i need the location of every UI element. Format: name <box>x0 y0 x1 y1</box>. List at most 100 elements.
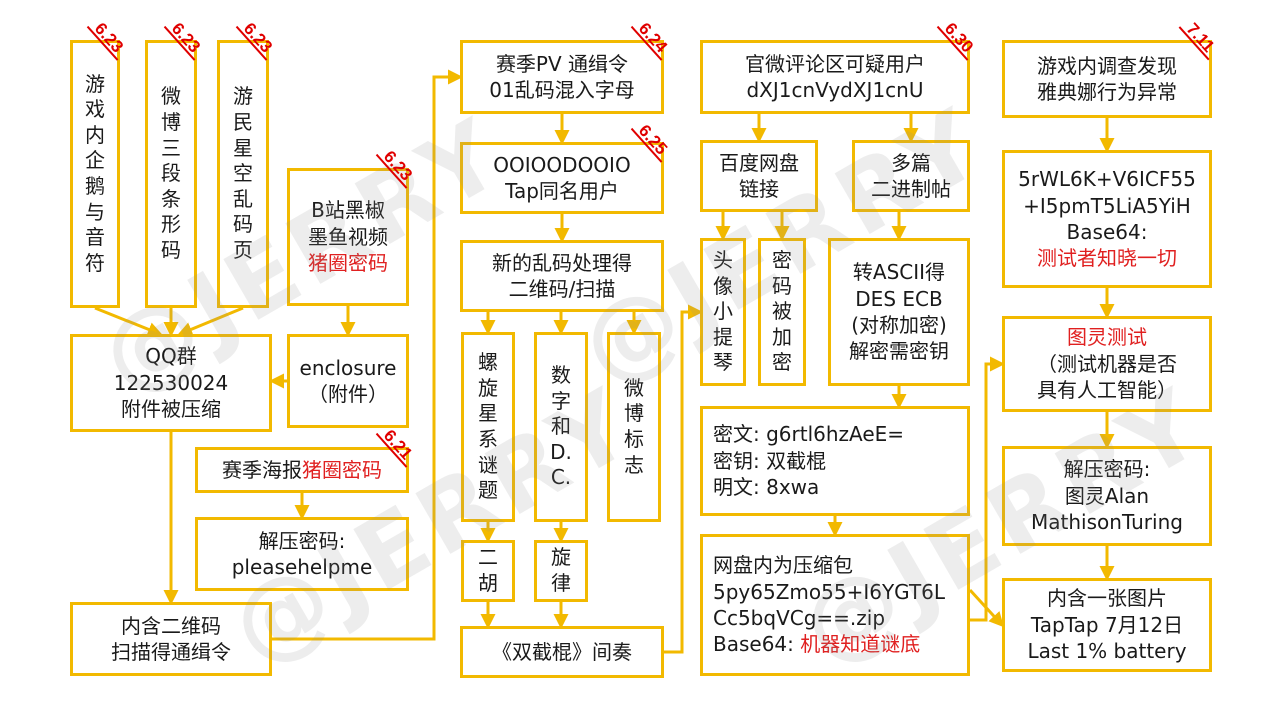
node-line: 墨鱼视频 <box>308 224 388 249</box>
node-line: 志 <box>624 452 644 477</box>
node-line: 赛季PV 通缉令 <box>495 51 629 76</box>
node-line: 图灵Alan <box>1064 483 1150 508</box>
flow-node-n23: 密码被加密 <box>758 238 806 386</box>
node-line: +I5pmT5LiA5YiH <box>1023 193 1191 218</box>
node-line: 微 <box>624 375 644 400</box>
flow-node-n15: 微博标志 <box>607 332 661 522</box>
node-line: 螺 <box>478 350 498 375</box>
node-line: 游戏内调查发现 <box>1037 53 1177 78</box>
node-line: 像 <box>713 273 733 298</box>
node-line: Base64: <box>1066 220 1148 244</box>
flow-node-n13: 螺旋星系谜题 <box>461 332 515 522</box>
node-line: Base64: 机器知道谜底 <box>713 631 920 657</box>
node-line: 图灵测试 <box>1067 325 1147 350</box>
node-line: 密文: g6rtl6hzAeE= <box>713 422 905 447</box>
node-line: 转ASCII得 <box>852 260 946 285</box>
node-line: 解密需密钥 <box>849 339 949 364</box>
node-line: dXJ1cnVydXJ1cnU <box>746 78 924 102</box>
node-line: 博 <box>624 401 644 426</box>
node-line: 页 <box>233 237 253 262</box>
node-line: 5rWL6K+V6ICF55 <box>1018 167 1196 192</box>
node-line: 博 <box>161 110 181 135</box>
node-line: 民 <box>233 110 253 135</box>
node-line: 音 <box>85 225 105 250</box>
node-line: 题 <box>478 478 498 503</box>
node-line: Cc5bqVCg==.zip <box>713 606 886 630</box>
flow-node-n12: 新的乱码处理得二维码/扫描 <box>460 240 664 312</box>
node-text-run: 猪圈密码 <box>302 457 382 482</box>
node-line: 谜 <box>478 452 498 477</box>
node-line: DES ECB <box>855 286 943 311</box>
node-line: 扫描得通缉令 <box>111 640 231 664</box>
node-line: 和 <box>551 414 571 439</box>
flow-node-n20: 百度网盘链接 <box>700 140 818 212</box>
node-line: 内 <box>85 122 105 147</box>
node-line: B站黑椒 <box>311 198 385 223</box>
node-line: C. <box>550 465 572 490</box>
connector-arrow <box>94 306 163 337</box>
node-line: 二维码/扫描 <box>508 277 616 301</box>
node-line: 符 <box>85 250 105 275</box>
node-line: 内含一张图片 <box>1047 586 1167 611</box>
node-line: 与 <box>85 199 105 224</box>
node-line: 系 <box>478 427 498 451</box>
node-line: 微 <box>161 84 181 109</box>
node-line: 段 <box>161 161 181 186</box>
connector-arrow <box>177 306 244 337</box>
flow-node-n29: 图灵测试（测试机器是否具有人工智能） <box>1002 316 1212 412</box>
node-line: 提 <box>713 324 733 349</box>
node-line: 二 <box>478 545 498 570</box>
node-line: TapTap 7月12日 <box>1030 612 1184 637</box>
node-line: 星 <box>233 135 253 160</box>
connector-arrow <box>272 69 463 641</box>
flow-node-n4: B站黑椒墨鱼视频猪圈密码 <box>287 168 409 306</box>
node-line: QQ群 <box>145 344 197 369</box>
node-line: 律 <box>551 571 571 595</box>
node-line: OOIOODOOIO <box>493 152 631 177</box>
connector-arrow <box>664 304 703 654</box>
node-line: 被 <box>772 299 792 324</box>
node-line: 密钥: 双截棍 <box>713 448 827 473</box>
node-line: （测试机器是否 <box>1037 351 1177 376</box>
node-line: 明文: 8xwa <box>713 475 820 500</box>
node-text-run: 赛季海报 <box>222 457 302 482</box>
flow-node-n21: 多篇二进制帖 <box>852 140 970 212</box>
node-line: 多篇 <box>891 150 931 175</box>
node-line: 鹅 <box>85 174 105 198</box>
flow-node-n25: 密文: g6rtl6hzAeE=密钥: 双截棍明文: 8xwa <box>700 406 970 516</box>
flow-node-n2: 微博三段条形码 <box>145 40 197 308</box>
node-line: 5py65Zmo55+I6YGT6L <box>713 579 946 604</box>
node-line: 具有人工智能） <box>1037 378 1177 403</box>
node-line: 赛季海报猪圈密码 <box>222 457 382 483</box>
node-line: 网盘内为压缩包 <box>713 553 853 578</box>
node-line: 字 <box>551 388 571 413</box>
node-line: 条 <box>161 186 181 211</box>
node-line: 旋 <box>478 375 498 400</box>
node-line: 雅典娜行为异常 <box>1037 80 1177 104</box>
node-line: 密 <box>772 248 792 273</box>
flow-node-n22: 头像小提琴 <box>700 238 746 386</box>
node-line: 数 <box>551 363 571 388</box>
node-line: 测试者知晓一切 <box>1037 246 1177 271</box>
flow-node-n27: 游戏内调查发现雅典娜行为异常 <box>1002 40 1212 118</box>
node-line: MathisonTuring <box>1031 510 1183 535</box>
node-line: 标 <box>624 427 644 451</box>
flow-node-n18: 《双截棍》间奏 <box>460 626 664 678</box>
node-line: 码 <box>161 237 181 262</box>
node-line: 小 <box>713 299 733 324</box>
node-line: Tap同名用户 <box>505 179 619 203</box>
node-line: 《双截棍》间奏 <box>492 639 632 664</box>
node-line: enclosure <box>299 355 397 380</box>
node-line: 附件被压缩 <box>121 397 221 422</box>
node-line: 二进制帖 <box>871 177 951 201</box>
node-text-run: Base64: <box>713 632 801 657</box>
node-line: 内含二维码 <box>121 613 221 638</box>
